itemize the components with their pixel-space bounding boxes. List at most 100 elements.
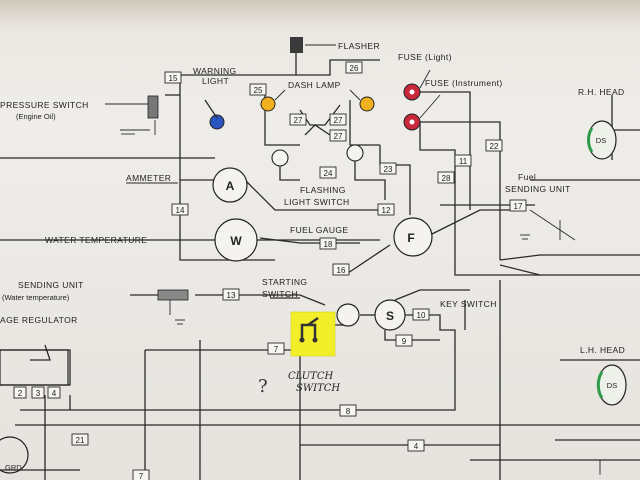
- svg-text:14: 14: [176, 206, 185, 215]
- wire-number-boxes: 26 15 25 27 27 27 24 23 22 11 28 14 12 1…: [13, 61, 527, 480]
- terminal-4: 4: [47, 386, 61, 399]
- ammeter-gauge: [212, 167, 248, 203]
- wire-box-7: 7: [267, 342, 285, 355]
- water-temperature-label: WATER TEMPERATURE: [45, 235, 147, 245]
- lh-head-label: L.H. HEAD: [580, 345, 625, 355]
- head-lamps: DS DS: [587, 120, 627, 406]
- starting-switch: [336, 303, 360, 327]
- warning-light: WARNING LIGHT: [193, 66, 237, 130]
- wire-box-17: 17: [509, 199, 527, 212]
- terminal-2: 2: [13, 386, 27, 399]
- warning-light-label-2: LIGHT: [202, 76, 229, 86]
- fuses: FUSE (Light) FUSE (Instrument): [398, 52, 503, 131]
- clutch-handwritten-2: SWITCH: [296, 383, 340, 394]
- rh-head-lamp-ds: DS: [596, 136, 606, 145]
- svg-text:27: 27: [294, 116, 303, 125]
- wire-box-14: 14: [171, 203, 189, 216]
- water-temperature-gauge-letter: W: [230, 234, 242, 248]
- voltage-regulator: [0, 349, 69, 474]
- pressure-switch: PRESSURE SWITCH (Engine Oil): [0, 95, 159, 121]
- svg-text:8: 8: [346, 407, 351, 416]
- wire-box-27c: 27: [329, 129, 347, 142]
- lh-head-lamp-ds: DS: [607, 381, 617, 390]
- key-switch: [374, 299, 406, 331]
- water-temperature-gauge: [214, 218, 258, 262]
- fuse-instrument-label: FUSE (Instrument): [425, 78, 503, 88]
- thin-wires: [120, 120, 601, 475]
- gauges: A W F S: [212, 144, 433, 331]
- wire-box-4: 4: [407, 439, 425, 452]
- flasher: FLASHER: [290, 37, 380, 53]
- wire-box-9: 9: [395, 334, 413, 347]
- flashing-lamp-left: [271, 149, 289, 167]
- wire-box-7b: 7: [132, 469, 150, 480]
- svg-text:16: 16: [337, 266, 346, 275]
- flashing-label-2: LIGHT SWITCH: [284, 197, 350, 207]
- svg-text:13: 13: [227, 291, 236, 300]
- svg-text:17: 17: [514, 202, 523, 211]
- svg-text:3: 3: [36, 389, 41, 398]
- flashing-label-1: FLASHING: [300, 185, 346, 195]
- grd-label: GRD: [5, 463, 22, 472]
- svg-text:7: 7: [274, 345, 279, 354]
- wire-box-22: 22: [485, 139, 503, 152]
- fuel-sending-label-1: Fuel: [518, 172, 536, 182]
- svg-text:4: 4: [414, 442, 419, 451]
- warning-light-label-1: WARNING: [193, 66, 237, 76]
- ammeter-label: AMMETER: [126, 173, 171, 183]
- wire-box-10: 10: [412, 308, 430, 321]
- wire-box-23: 23: [379, 162, 397, 175]
- svg-text:2: 2: [18, 389, 23, 398]
- fuel-gauge-label: FUEL GAUGE: [290, 225, 348, 235]
- starting-switch-label-2: SWITCH: [262, 289, 298, 299]
- ammeter-gauge-letter: A: [226, 179, 235, 193]
- terminal-3: 3: [31, 386, 45, 399]
- pressure-switch-body: [147, 95, 159, 119]
- svg-text:22: 22: [490, 142, 499, 151]
- dash-lamp-label: DASH LAMP: [288, 80, 341, 90]
- wire-box-27b: 27: [329, 113, 347, 126]
- engine-oil-label: (Engine Oil): [16, 112, 56, 121]
- clutch-handwritten-1: CLUTCH: [288, 371, 333, 382]
- dash-lamps: DASH LAMP: [260, 80, 375, 112]
- voltage-regulator-label: AGE REGULATOR: [0, 315, 78, 325]
- sending-unit-label: SENDING UNIT: [18, 280, 84, 290]
- svg-text:25: 25: [254, 86, 263, 95]
- wire-box-21: 21: [71, 433, 89, 446]
- svg-text:28: 28: [442, 174, 451, 183]
- wire-box-11: 11: [454, 154, 472, 167]
- blue-warning-lamp: [209, 114, 225, 130]
- wire-box-24: 24: [319, 166, 337, 179]
- fuse-light-label: FUSE (Light): [398, 52, 452, 62]
- wire-box-28: 28: [437, 171, 455, 184]
- wire-box-16: 16: [332, 263, 350, 276]
- starting-switch-label-1: STARTING: [262, 277, 307, 287]
- svg-text:27: 27: [334, 132, 343, 141]
- dash-lamp-left: [260, 96, 276, 112]
- component-labels: AMMETER FLASHING LIGHT SWITCH Fuel SENDI…: [0, 87, 625, 472]
- svg-text:12: 12: [382, 206, 391, 215]
- svg-text:7: 7: [139, 472, 144, 480]
- wire-box-26: 26: [345, 61, 363, 74]
- svg-text:27: 27: [334, 116, 343, 125]
- wire-box-8: 8: [339, 404, 357, 417]
- svg-text:15: 15: [169, 74, 178, 83]
- svg-text:23: 23: [384, 165, 393, 174]
- clutch-switch-sticky-note: [290, 311, 336, 357]
- svg-text:9: 9: [402, 337, 407, 346]
- rh-head-label: R.H. HEAD: [578, 87, 625, 97]
- sending-unit-paren-label: (Water temperature): [2, 293, 70, 302]
- fuel-gauge: [393, 217, 433, 257]
- dash-lamp-right: [359, 96, 375, 112]
- flasher-label: FLASHER: [338, 41, 380, 51]
- handwritten-notes: CLUTCH SWITCH ?: [258, 371, 340, 397]
- flashing-lamp-right: [346, 144, 364, 162]
- temperature-sending-unit: [157, 289, 189, 301]
- wire-box-12: 12: [377, 203, 395, 216]
- generator-symbol: [0, 436, 29, 474]
- question-mark: ?: [258, 376, 268, 397]
- wires: [0, 50, 640, 480]
- key-switch-label: KEY SWITCH: [440, 299, 497, 309]
